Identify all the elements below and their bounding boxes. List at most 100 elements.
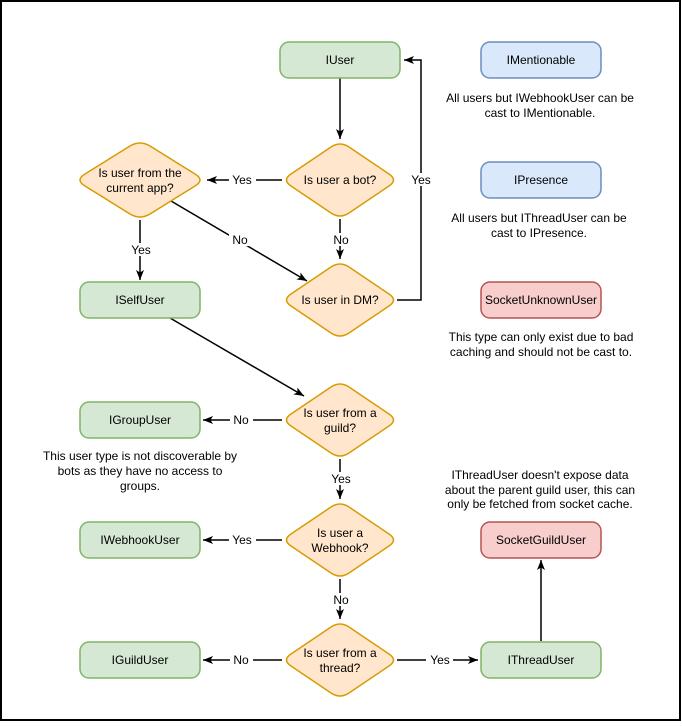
svg-text:Yes: Yes [331,472,351,486]
svg-text:This user type is not discover: This user type is not discoverable by [43,449,237,463]
svg-text:about the parent guild user, t: about the parent guild user, this can [445,483,635,497]
decision-label: guild? [324,421,356,435]
node-iguilduser[interactable]: IGuildUser [79,641,201,679]
decision-label: Webhook? [311,541,368,555]
svg-text:only be fetched from socket ca: only be fetched from socket cache. [447,497,632,511]
svg-text:All users but IWebhookUser can: All users but IWebhookUser can be [446,91,634,105]
node-box [79,401,201,439]
node-box [79,281,201,319]
node-label: IUser [326,53,355,67]
svg-text:No: No [233,413,249,427]
node-box [79,521,201,559]
decision-is-user-from-current-app[interactable]: Is user from the current app? [79,142,201,218]
label-bg [426,653,453,666]
decision-label: Is user from a [303,646,377,660]
edge-iselfuser-to-fromguild [169,317,305,397]
decision-is-user-from-guild[interactable]: Is user from a guild? [285,383,395,457]
node-socketguilduser[interactable]: SocketGuildUser [480,521,602,559]
node-label: ISelfUser [115,293,164,307]
decision-label: Is user a [317,526,363,540]
node-box [279,41,401,79]
note-ipresence: All users but IThreadUser can be cast to… [451,211,627,240]
edge-label-yes: Yes [229,173,256,187]
edge-label-no: No [229,233,252,247]
edge-label-yes: Yes [426,653,453,667]
svg-text:No: No [233,653,249,667]
note-igroupuser: This user type is not discoverable by bo… [43,449,237,493]
node-imentionable[interactable]: IMentionable [480,41,602,79]
node-ipresence[interactable]: IPresence [480,161,602,199]
edge-label-no: No [230,413,253,427]
label-bg [408,173,435,186]
node-iuser[interactable]: IUser [279,41,401,79]
svg-text:No: No [333,233,349,247]
svg-text:Yes: Yes [232,173,252,187]
node-box [480,161,602,199]
node-box [480,41,602,79]
decision-diamond [285,143,395,217]
node-label: IGuildUser [112,653,169,667]
node-box [79,641,201,679]
node-ithreaduser[interactable]: IThreadUser [480,641,602,679]
decision-is-user-a-webhook[interactable]: Is user a Webhook? [285,503,395,577]
svg-text:cast to IMentionable.: cast to IMentionable. [485,106,596,120]
decision-diamond [285,623,395,697]
edge-label-no: No [330,233,353,247]
label-bg [330,233,353,246]
node-socketunknownuser[interactable]: SocketUnknownUser [480,281,602,319]
svg-text:IThreadUser doesn't expose dat: IThreadUser doesn't expose data [451,468,628,482]
decision-diamond [285,503,395,577]
decision-label: current app? [106,181,174,195]
note-imentionable: All users but IWebhookUser can be cast t… [446,91,634,120]
node-box [480,641,602,679]
node-label: IThreadUser [508,653,575,667]
label-bg [328,472,355,485]
decision-diamond [79,142,201,218]
edge-label-yes: Yes [128,243,155,257]
node-box [480,521,602,559]
label-bg [229,173,256,186]
svg-text:bots as they have no access to: bots as they have no access to [58,464,223,478]
edge-label-yes: Yes [328,472,355,486]
node-iselfuser[interactable]: ISelfUser [79,281,201,319]
label-bg [330,593,353,606]
node-box [480,281,602,319]
svg-text:No: No [333,593,349,607]
svg-text:All users but IThreadUser can: All users but IThreadUser can be [451,211,627,225]
svg-text:cast to IPresence.: cast to IPresence. [491,226,587,240]
edge-label-no: No [330,593,353,607]
decision-label: Is user from the [98,166,182,180]
node-iwebhookuser[interactable]: IWebhookUser [79,521,201,559]
decision-diamond [285,263,395,337]
decision-is-user-a-bot[interactable]: Is user a bot? [285,143,395,217]
decision-label: thread? [320,661,361,675]
note-socketunknownuser: This type can only exist due to bad cach… [449,330,634,359]
svg-text:Yes: Yes [430,653,450,667]
svg-text:This type can only exist due t: This type can only exist due to bad [449,330,634,344]
decision-diamond [285,383,395,457]
svg-text:Yes: Yes [232,533,252,547]
node-label: SocketGuildUser [496,533,586,547]
edge-label-no: No [230,653,253,667]
svg-text:Yes: Yes [131,243,151,257]
svg-text:Yes: Yes [411,173,431,187]
decision-label: Is user a bot? [304,173,377,187]
label-bg [230,653,253,666]
edge-labels: Yes No Yes No Yes No Yes Yes [128,173,453,667]
svg-text:No: No [232,233,248,247]
decision-is-user-in-dm[interactable]: Is user in DM? [285,263,395,337]
svg-text:groups.: groups. [120,479,160,493]
node-igroupuser[interactable]: IGroupUser [79,401,201,439]
decision-label: Is user from a [303,406,377,420]
decision-is-user-from-thread[interactable]: Is user from a thread? [285,623,395,697]
edge-label-yes: Yes [408,173,435,187]
label-bg [229,233,252,246]
label-bg [229,533,256,546]
node-label: IWebhookUser [100,533,179,547]
note-socketguilduser: IThreadUser doesn't expose data about th… [445,468,635,511]
node-label: IPresence [514,173,568,187]
decision-label: Is user in DM? [301,293,379,307]
svg-text:caching and should not be cast: caching and should not be cast to. [450,345,632,359]
